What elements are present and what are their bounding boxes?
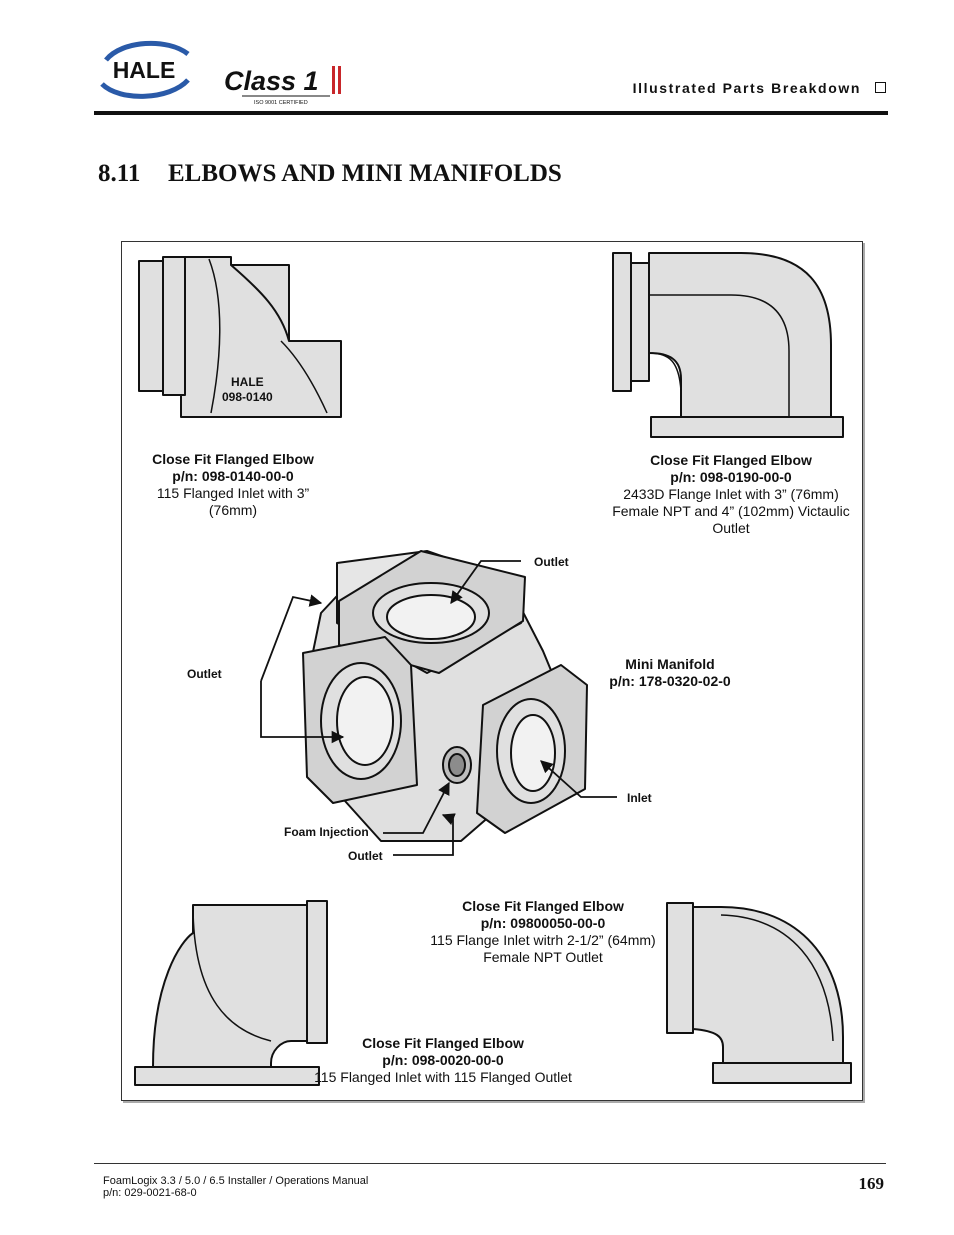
header-rule bbox=[94, 111, 888, 115]
caption-elbow-098-0140: Close Fit Flanged Elbow p/n: 098-0140-00… bbox=[147, 451, 319, 519]
outlet-top-leader bbox=[450, 560, 521, 605]
caption-elbow-098-0020: Close Fit Flanged Elbow p/n: 098-0020-00… bbox=[298, 1035, 588, 1086]
elbow-09800050-drawing bbox=[666, 902, 852, 1084]
elbow-098-0190-drawing bbox=[612, 252, 844, 438]
footer-rule bbox=[94, 1163, 886, 1164]
outlet-left-leader-lower bbox=[260, 681, 345, 744]
caption-pn: p/n: 098-0020-00-0 bbox=[382, 1052, 504, 1068]
hale-logo: HALE bbox=[100, 40, 190, 99]
caption-desc: (76mm) bbox=[208, 502, 258, 518]
part-stamp: HALE 098-0140 bbox=[222, 375, 273, 405]
header-section-title: Illustrated Parts Breakdown bbox=[633, 80, 886, 96]
caption-name: Close Fit Flanged Elbow bbox=[152, 451, 314, 467]
caption-desc: 2433D Flange Inlet with 3” (76mm) bbox=[623, 486, 839, 502]
caption-pn: p/n: 178-0320-02-0 bbox=[609, 673, 731, 689]
callout-outlet-bottom: Outlet bbox=[348, 849, 383, 863]
caption-pn: p/n: 098-0140-00-0 bbox=[172, 468, 294, 484]
footer-manual-title: FoamLogix 3.3 / 5.0 / 6.5 Installer / Op… bbox=[103, 1175, 369, 1187]
caption-desc: Female NPT and 4” (102mm) Victaulic bbox=[612, 503, 850, 519]
caption-mini-manifold: Mini Manifold p/n: 178-0320-02-0 bbox=[590, 656, 750, 690]
elbow-098-0140-drawing bbox=[138, 256, 342, 418]
part-stamp-line2: 098-0140 bbox=[222, 390, 273, 404]
caption-elbow-09800050: Close Fit Flanged Elbow p/n: 09800050-00… bbox=[414, 898, 672, 966]
caption-name: Close Fit Flanged Elbow bbox=[462, 898, 624, 914]
mini-manifold-drawing bbox=[302, 550, 588, 842]
elbow-098-0020-drawing bbox=[134, 900, 328, 1086]
caption-desc: 115 Flanged Inlet with 3” bbox=[156, 485, 310, 501]
section-heading: 8.11 ELBOWS AND MINI MANIFOLDS bbox=[98, 160, 562, 188]
caption-desc: Outlet bbox=[712, 520, 750, 536]
caption-name: Close Fit Flanged Elbow bbox=[650, 452, 812, 468]
caption-desc: 115 Flange Inlet witrh 2-1/2” (64mm) bbox=[430, 932, 656, 948]
callout-outlet-top: Outlet bbox=[534, 555, 569, 569]
class1-logo-subtext: ISO 9001 CERTIFIED bbox=[254, 100, 308, 106]
section-number: 8.11 bbox=[98, 160, 141, 187]
caption-pn: p/n: 098-0190-00-0 bbox=[670, 469, 792, 485]
outlet-bottom-leader bbox=[393, 813, 456, 856]
callout-foam-injection: Foam Injection bbox=[284, 825, 369, 839]
caption-name: Close Fit Flanged Elbow bbox=[362, 1035, 524, 1051]
page-number: 169 bbox=[858, 1174, 885, 1193]
caption-desc: 115 Flanged Inlet with 115 Flanged Outle… bbox=[314, 1069, 572, 1085]
caption-name: Mini Manifold bbox=[625, 656, 715, 672]
outlet-left-leader-upper bbox=[260, 594, 323, 682]
callout-outlet-left: Outlet bbox=[187, 667, 222, 681]
caption-desc: Female NPT Outlet bbox=[483, 949, 603, 965]
inlet-leader bbox=[540, 760, 617, 798]
header-section-title-text: Illustrated Parts Breakdown bbox=[632, 80, 861, 96]
parts-figure bbox=[134, 252, 852, 1086]
foam-injection-leader bbox=[383, 781, 450, 834]
class1-logo-text: Class 1 bbox=[224, 66, 319, 96]
checkbox-bullet-icon bbox=[875, 82, 886, 93]
hale-logo-text: HALE bbox=[113, 57, 176, 83]
part-stamp-line1: HALE bbox=[231, 375, 264, 389]
class1-logo: Class 1 ISO 9001 CERTIFIED bbox=[224, 66, 341, 106]
caption-pn: p/n: 09800050-00-0 bbox=[480, 915, 606, 931]
caption-elbow-098-0190: Close Fit Flanged Elbow p/n: 098-0190-00… bbox=[601, 452, 861, 537]
section-title: ELBOWS AND MINI MANIFOLDS bbox=[168, 160, 562, 187]
callout-inlet: Inlet bbox=[627, 791, 652, 805]
footer-part-number: p/n: 029-0021-68-0 bbox=[103, 1187, 197, 1199]
